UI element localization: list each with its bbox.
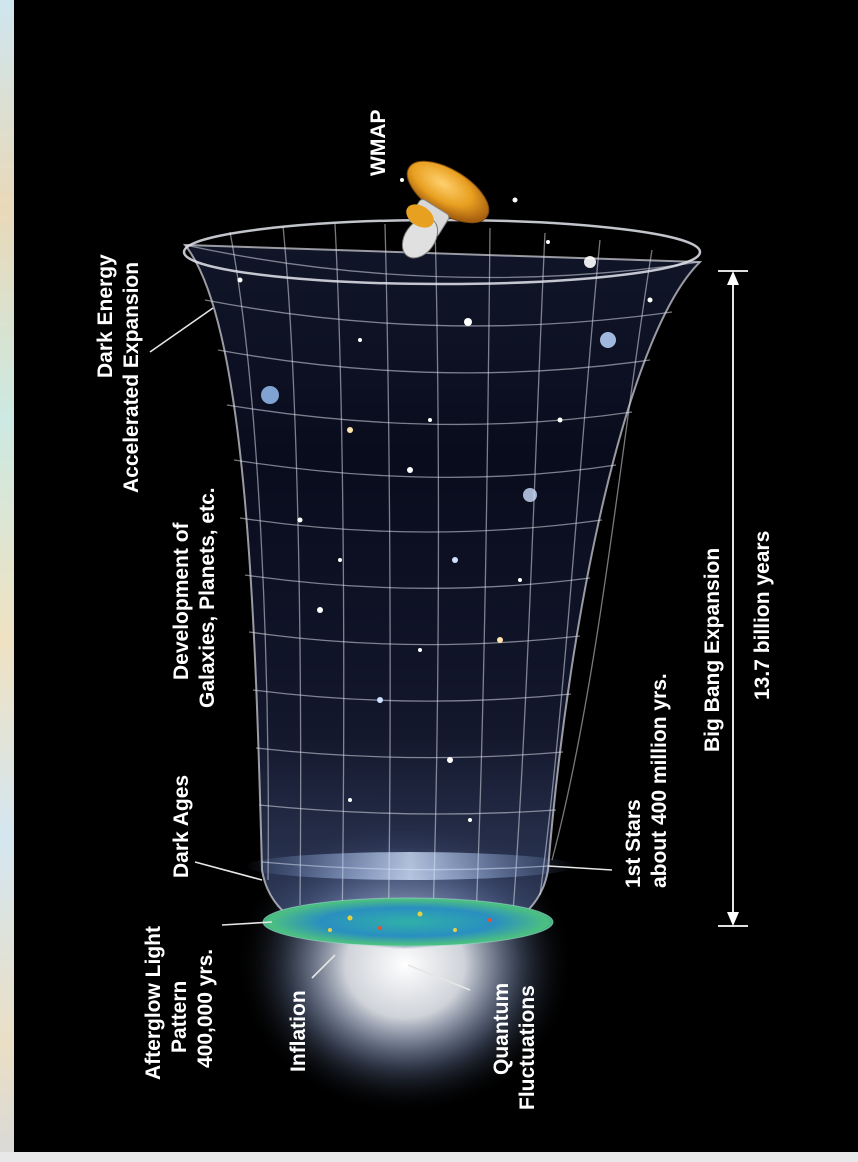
afterglow-label-line2: Pattern (168, 981, 191, 1053)
leader-afterglow (221, 921, 273, 926)
first-stars-label-line2: about 400 million yrs. (648, 673, 671, 888)
leader-first-stars (547, 865, 613, 871)
big-bang-duration-label: 13.7 billion years (751, 531, 774, 700)
cmb-afterglow-pattern (262, 897, 554, 947)
quantum-label-line1: Quantum (490, 983, 513, 1075)
leader-inflation (311, 954, 336, 979)
afterglow-label-line3: 400,000 yrs. (194, 949, 217, 1068)
dark-energy-label-line2: Accelerated Expansion (120, 262, 143, 493)
background-bottom-strip (0, 1152, 858, 1162)
dark-ages-label: Dark Ages (170, 775, 193, 878)
first-stars-band (245, 852, 575, 880)
big-bang-expansion-bracket (718, 270, 748, 927)
quantum-label-line2: Fluctuations (516, 985, 539, 1110)
leader-dark-ages (194, 861, 263, 881)
development-label-line1: Development of (170, 521, 193, 680)
wmap-label: WMAP (367, 110, 390, 177)
leader-quantum (407, 964, 471, 991)
cmb-speckle (328, 911, 492, 932)
dark-energy-label-line1: Dark Energy (94, 254, 117, 378)
inflation-label: Inflation (287, 990, 310, 1072)
galaxy-field (237, 178, 653, 822)
first-stars-label-line1: 1st Stars (622, 799, 645, 888)
wmap-satellite (401, 160, 490, 259)
background-edge-strip (0, 0, 14, 1162)
big-bang-expansion-label: Big Bang Expansion (701, 548, 724, 752)
leader-dark-energy (149, 307, 214, 353)
development-label-line2: Galaxies, Planets, etc. (196, 487, 219, 708)
afterglow-label-line1: Afterglow Light (142, 926, 165, 1080)
universe-funnel (182, 243, 703, 950)
